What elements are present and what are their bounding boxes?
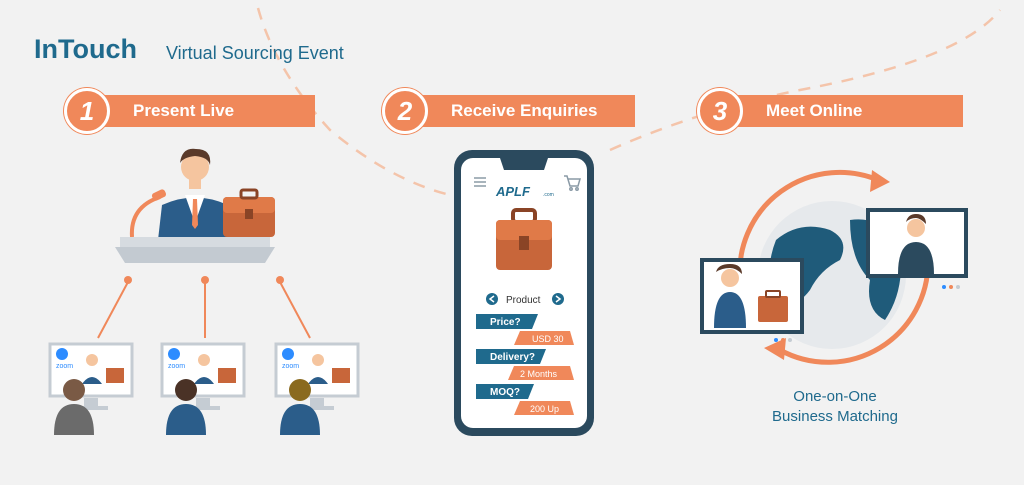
aplf-logo-suffix: .com [543, 192, 554, 198]
online-meeting-illustration [700, 169, 968, 365]
broadcast-connectors [97, 276, 311, 339]
enquiry-delivery: Delivery? 2 Months [476, 349, 574, 380]
step-1-number: 1 [64, 88, 110, 134]
step-1-bar: Present Live [75, 95, 315, 127]
step-3-bar: Meet Online [708, 95, 963, 127]
viewer-3: zoom [274, 342, 360, 435]
aplf-logo: APLF [495, 184, 531, 199]
prev-product-icon [486, 293, 498, 305]
enquiry-answer: 2 Months [520, 369, 558, 379]
matching-line-1: One-on-One [793, 388, 877, 405]
enquiry-question: MOQ? [490, 387, 520, 398]
enquiry-price: Price? USD 30 [476, 314, 574, 345]
step-3-label: Meet Online [766, 101, 863, 120]
enquiry-question: Delivery? [490, 352, 535, 363]
matching-line-2: Business Matching [772, 408, 898, 425]
cycle-arrow-icon [764, 338, 786, 360]
presenter-illustration [115, 148, 275, 263]
next-product-icon [552, 293, 564, 305]
phone-mockup: APLF .com Product Price? USD 30 Delivery… [454, 150, 594, 436]
page-title: InTouch [34, 34, 137, 64]
viewer-2: zoom [160, 342, 246, 435]
product-label: Product [506, 295, 541, 306]
enquiry-answer: USD 30 [532, 334, 564, 344]
step-1-label: Present Live [133, 101, 235, 120]
zoom-logo-text: zoom [282, 363, 299, 370]
page-subtitle: Virtual Sourcing Event [166, 43, 344, 63]
enquiry-question: Price? [490, 317, 521, 328]
step-2-number: 2 [382, 88, 428, 134]
viewer-1: zoom [48, 342, 134, 435]
cart-icon [564, 175, 581, 191]
cycle-arrow-icon [870, 170, 890, 192]
step-2-label: Receive Enquiries [451, 101, 598, 120]
menu-icon [474, 177, 486, 187]
business-matching-caption: One-on-One Business Matching [745, 387, 925, 427]
step-2-bar: Receive Enquiries [393, 95, 635, 127]
enquiry-answer: 200 Up [530, 404, 559, 414]
step-3-number: 3 [697, 88, 743, 134]
enquiry-moq: MOQ? 200 Up [476, 384, 574, 415]
zoom-logo-text: zoom [56, 363, 73, 370]
zoom-logo-text: zoom [168, 363, 185, 370]
briefcase-icon [496, 208, 552, 270]
